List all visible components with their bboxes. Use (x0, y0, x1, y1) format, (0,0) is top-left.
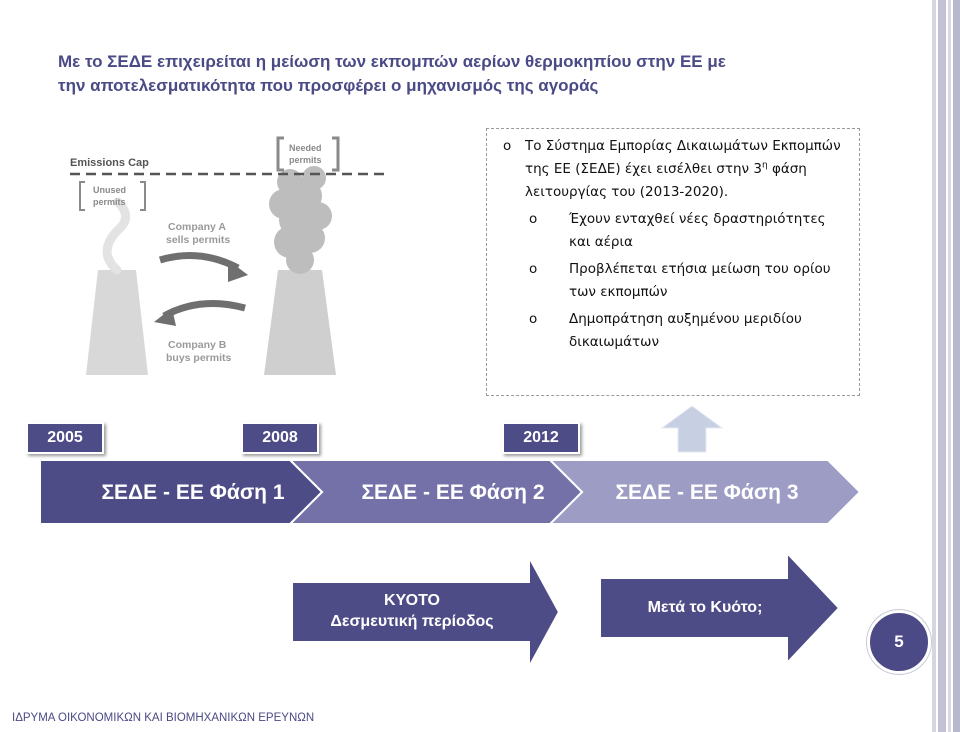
arrow-to-company-b-icon (158, 252, 240, 272)
kyoto-arrow-text: ΚΥΟΤΟ Δεσμευτική περίοδος (300, 590, 524, 632)
unused-permits-line-1: Unused (93, 185, 126, 195)
unused-bracket-right (140, 181, 146, 211)
right-stripe-2 (938, 0, 946, 732)
bullet-marker: o (529, 261, 538, 277)
bullet-marker: o (529, 211, 538, 227)
company-a-line-2: sells permits (166, 234, 230, 246)
list-item: o Προβλέπεται ετήσια μείωση του ορίου των… (529, 258, 851, 304)
year-label-2005: 2005 (26, 422, 104, 454)
main-bullet: o Το Σύστημα Εμπορίας Δικαιωμάτων Εκπομπ… (503, 135, 851, 204)
sub-bullet-text: Προβλέπεται ετήσια μείωση του ορίου των … (569, 261, 831, 300)
sub-bullet-text: Δημοπράτηση αυξημένου μεριδίου δικαιωμάτ… (569, 311, 802, 350)
right-smoke-cloud (269, 166, 332, 274)
company-b-line-1: Company B (168, 339, 227, 351)
year-label-2012: 2012 (502, 422, 580, 454)
post-kyoto-text: Μετά το Κυότο; (647, 599, 763, 616)
phase-3-label: ΣΕΔΕ - ΕΕ Φάση 3 (615, 481, 799, 504)
slide-title-line-2: την αποτελεσματικότητα που προσφέρει ο μ… (58, 76, 599, 95)
post-kyoto-arrow (599, 552, 841, 664)
arrow-to-company-a-head-icon (154, 308, 176, 326)
slide-title: Με το ΣΕΔΕ επιχειρείται η μείωση των εκπ… (58, 50, 838, 98)
unused-bracket-left (79, 181, 85, 211)
kyoto-title: ΚΥΟΤΟ (384, 592, 440, 609)
sub-bullet-list: o Έχουν ενταχθεί νέες δραστηριότητες και … (503, 208, 851, 354)
up-arrow-icon (660, 405, 724, 453)
bullet-marker: o (503, 138, 512, 154)
right-stripe-3 (948, 0, 951, 732)
needed-permits-line-2: permits (289, 155, 322, 165)
main-bullet-text-1: Το Σύστημα Εμπορίας Δικαιωμάτων Εκπομπών… (525, 138, 841, 177)
phase-timeline (40, 459, 862, 525)
right-stripe-1 (932, 0, 936, 732)
year-label-2008: 2008 (241, 422, 319, 454)
company-b-line-2: buys permits (166, 352, 232, 364)
kyoto-subtitle: Δεσμευτική περίοδος (330, 613, 494, 630)
arrow-to-company-a-icon (162, 300, 246, 320)
unused-permits-line-2: permits (93, 197, 126, 207)
list-item: o Έχουν ενταχθεί νέες δραστηριότητες και … (529, 208, 851, 254)
needed-bracket-left (276, 136, 284, 172)
needed-bracket-right (332, 136, 340, 172)
page-number-badge: 5 (867, 610, 931, 674)
phase-1-chevron (40, 459, 324, 525)
needed-permits-line-1: Needed (289, 143, 322, 153)
arrow-to-company-b-head-icon (228, 260, 248, 282)
company-a-line-1: Company A (168, 221, 226, 233)
phase-1-label: ΣΕΔΕ - ΕΕ Φάση 1 (101, 481, 285, 504)
left-smokestack (86, 270, 148, 375)
emissions-trading-illustration: Emissions Cap Unused permits Needed perm… (70, 136, 386, 375)
footer-organization: ΙΔΡΥΜΑ ΟΙΚΟΝΟΜΙΚΩΝ ΚΑΙ ΒΙΟΜΗΧΑΝΙΚΩΝ ΕΡΕΥ… (12, 712, 315, 724)
slide-title-line-1: Με το ΣΕΔΕ επιχειρείται η μείωση των εκπ… (58, 52, 726, 71)
main-bullet-superscript: η (761, 160, 768, 171)
phase-3-info-box: o Το Σύστημα Εμπορίας Δικαιωμάτων Εκπομπ… (486, 128, 860, 396)
right-stripe-4 (953, 0, 960, 732)
main-bullet-text-2: φάση λειτουργίας του (2013-2020). (525, 161, 807, 200)
left-smoke (102, 197, 130, 275)
emissions-cap-label: Emissions Cap (70, 157, 149, 169)
kyoto-arrow (291, 556, 561, 668)
list-item: o Δημοπράτηση αυξημένου μεριδίου δικαιωμά… (529, 308, 851, 354)
bullet-marker: o (529, 311, 538, 327)
right-smokestack (264, 270, 336, 375)
phase-2-label: ΣΕΔΕ - ΕΕ Φάση 2 (361, 481, 545, 504)
sub-bullet-text: Έχουν ενταχθεί νέες δραστηριότητες και α… (569, 211, 826, 250)
